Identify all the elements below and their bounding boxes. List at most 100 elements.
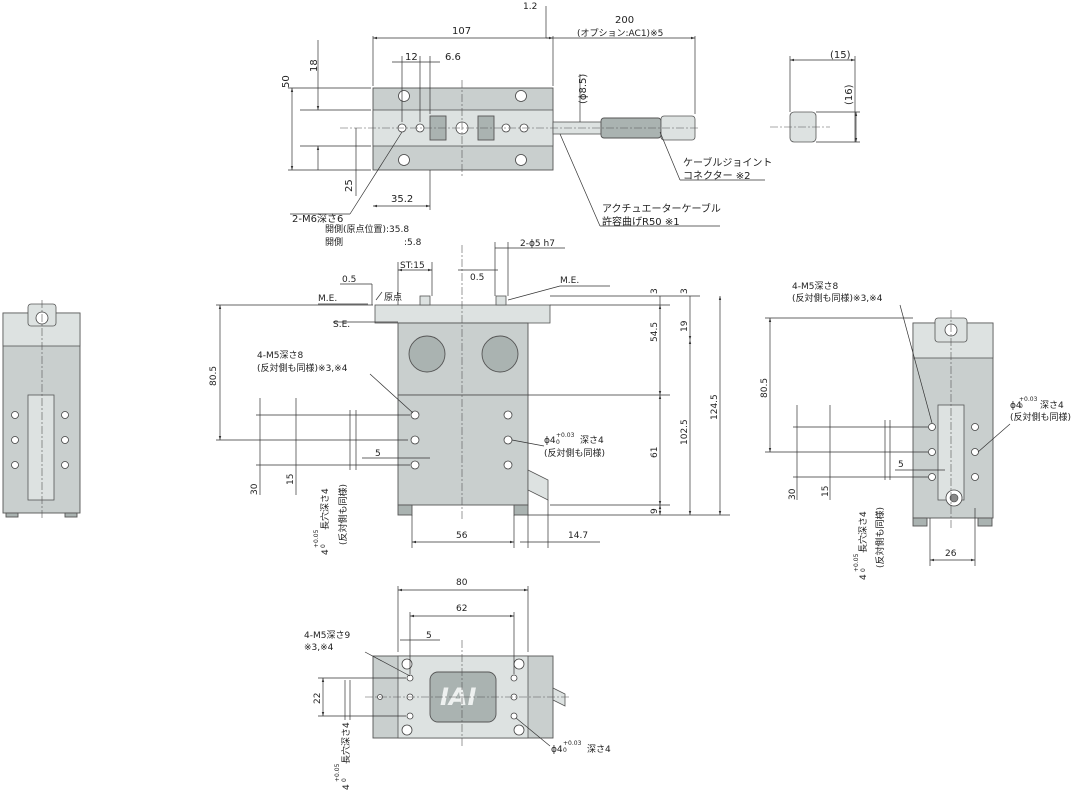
open-value: :5.8 xyxy=(404,238,422,248)
side-dim-80-5: 80.5 xyxy=(760,378,770,398)
front-guide-right xyxy=(481,335,519,373)
connector-detail: (15) (16) xyxy=(770,50,860,143)
bottom-corner-hole xyxy=(401,724,413,736)
bottom-dim-5: 5 xyxy=(426,631,432,641)
left-hole xyxy=(11,436,19,444)
top-hole xyxy=(398,154,410,166)
slot-tol: +0.050 xyxy=(313,529,327,548)
phi4-label: ϕ4 xyxy=(544,436,556,446)
right-hole xyxy=(971,423,979,431)
front-foot xyxy=(397,504,413,516)
side-phi4-sub: (反対側も同様) xyxy=(1010,411,1071,423)
bottom-view: IAI 80 62 5 4-M5深さ9 ※3,※4 22 4 + xyxy=(304,578,611,790)
side-phi4-label: ϕ4 xyxy=(1010,401,1022,411)
dim-19: 19 xyxy=(680,320,690,332)
dim-15-front: 15 xyxy=(286,474,296,485)
dim-18: 18 xyxy=(309,59,320,72)
dim-30-front: 30 xyxy=(250,483,260,495)
right-hole xyxy=(971,473,979,481)
dim-15-connector: (15) xyxy=(830,50,851,61)
right-hole xyxy=(928,423,936,431)
side-dim-15: 15 xyxy=(821,486,831,497)
slot-sub: (反対側も同様) xyxy=(337,484,349,545)
phi4-depth: 深さ4 xyxy=(580,435,604,446)
bottom-corner-hole xyxy=(513,724,525,736)
bottom-phi4-depth: 深さ4 xyxy=(587,744,611,755)
bottom-m5-hole xyxy=(406,712,414,720)
bottom-m5-sub: ※3,※4 xyxy=(304,643,334,653)
side-m5-label: 4-M5深さ8 xyxy=(792,281,838,292)
dim-25: 25 xyxy=(344,179,355,192)
top-hole xyxy=(515,154,527,166)
left-side-view xyxy=(2,300,81,520)
bottom-m5-hole xyxy=(510,712,518,720)
bottom-m5-hole xyxy=(510,674,518,682)
side-dim-26: 26 xyxy=(945,549,957,559)
cable-connector-label: ケーブルジョイントコネクター ※2 xyxy=(683,156,772,182)
front-cable-stub xyxy=(527,469,549,501)
side-slot-rest: 長穴深さ4 xyxy=(857,511,869,553)
left-hole xyxy=(11,411,19,419)
bottom-slot-label: 4 xyxy=(342,784,352,790)
bottom-corner-hole xyxy=(401,658,413,670)
slot-rest: 長穴深さ4 xyxy=(319,488,331,530)
right-hole xyxy=(928,473,936,481)
front-foot xyxy=(513,504,529,516)
side-phi4-depth: 深さ4 xyxy=(1040,400,1064,411)
front-jaw-plate xyxy=(374,304,551,324)
right-foot xyxy=(912,517,928,527)
bottom-m5-label: 4-M5深さ9 xyxy=(304,630,350,641)
dim-12: 12 xyxy=(405,52,418,63)
m6-label: 2-M6深さ6 xyxy=(292,213,343,225)
side-slot-label: 4 xyxy=(859,574,869,580)
dim-0-5-right: 0.5 xyxy=(470,273,484,283)
dim-35-2: 35.2 xyxy=(391,194,413,205)
side-dim-30: 30 xyxy=(788,488,798,500)
right-foot xyxy=(977,517,993,527)
option-note: (オプション:AC1)※5 xyxy=(577,28,663,39)
m5-sub: (反対側も同様)※3,※4 xyxy=(257,362,348,374)
home-label: 原点 xyxy=(384,292,402,303)
dim-3b: 3 xyxy=(680,288,690,294)
m5-hole xyxy=(503,410,513,420)
side-m5-sub: (反対側も同様)※3,※4 xyxy=(792,292,883,304)
dim-14-7: 14.7 xyxy=(568,531,588,541)
m5-label: 4-M5深さ8 xyxy=(257,350,303,361)
left-slot-strip xyxy=(27,394,55,501)
dim-80-5-front: 80.5 xyxy=(209,366,219,386)
dim-3a: 3 xyxy=(650,288,660,294)
dim-6-6: 6.6 xyxy=(445,52,461,63)
me-left-label: M.E. xyxy=(318,294,337,304)
dim-9: 9 xyxy=(650,508,660,514)
front-pin xyxy=(419,295,431,306)
left-foot xyxy=(5,512,19,518)
front-guide-left xyxy=(408,335,446,373)
se-label: S.E. xyxy=(333,320,350,330)
m5-hole xyxy=(410,435,420,445)
actuator-cable-label: アクチュエーターケーブル許容曲げR50 ※1 xyxy=(602,202,721,228)
dim-124-5: 124.5 xyxy=(710,394,720,420)
bottom-phi4-label: ϕ4 xyxy=(551,745,563,755)
left-foot xyxy=(64,512,78,518)
dim-54-5: 54.5 xyxy=(650,322,660,342)
bottom-corner-hole xyxy=(513,658,525,670)
top-hole xyxy=(515,90,527,102)
dim-16-connector: (16) xyxy=(844,84,855,105)
side-slot-sub: (反対側も同様) xyxy=(874,507,886,568)
top-view: 107 1.2 200 (オプション:AC1)※5 12 6.6 18 50 2… xyxy=(281,2,772,228)
dim-1-2: 1.2 xyxy=(523,2,537,12)
m5-hole xyxy=(410,460,420,470)
dim-0-5-left: 0.5 xyxy=(342,275,356,285)
front-view: 開側(原点位置):35.8 開側 :5.8 2-ϕ5 h7 ST:15 0.5 … xyxy=(209,223,730,555)
bottom-dim-62: 62 xyxy=(456,604,467,614)
side-slot-tol: +0.050 xyxy=(853,553,867,572)
bottom-m5-hole xyxy=(406,674,414,682)
right-cable-port-inner xyxy=(949,493,959,503)
m5-hole xyxy=(503,435,513,445)
open-home-label: 開側(原点位置):35.8 xyxy=(325,223,409,235)
open-label: 開側 xyxy=(325,236,343,248)
